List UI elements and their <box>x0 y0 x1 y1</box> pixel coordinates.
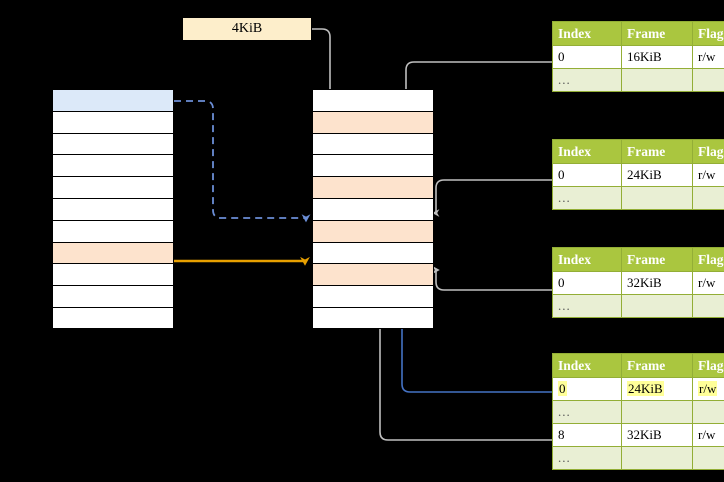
virtual-page-row-4[interactable] <box>52 176 174 198</box>
column-header-index: Index <box>552 247 622 272</box>
cell-index: ... <box>552 294 622 318</box>
cell-flags <box>692 68 724 92</box>
column-header-flags: Flags <box>692 21 724 46</box>
cell-frame: 24KiB <box>621 163 693 187</box>
physical-frame-row-2[interactable] <box>312 132 434 155</box>
physical-frame-row-10[interactable] <box>312 306 434 329</box>
wire-table4-row8-to-frame <box>376 266 552 441</box>
cell-frame <box>621 186 693 210</box>
column-header-flags: Flags <box>692 353 724 378</box>
cell-frame: 24KiB <box>621 377 693 401</box>
physical-frame-row-0[interactable] <box>312 89 434 111</box>
virtual-page-row-1[interactable] <box>52 110 174 133</box>
wire-table3-to-frame <box>432 266 552 291</box>
cell-index: ... <box>552 446 622 470</box>
physical-frame-row-6[interactable] <box>312 219 434 242</box>
cell-index: 0 <box>552 377 622 401</box>
virtual-page-row-0[interactable] <box>52 89 174 111</box>
virtual-page-row-5[interactable] <box>52 197 174 220</box>
column-header-index: Index <box>552 21 622 46</box>
physical-frame-row-1[interactable] <box>312 110 434 133</box>
physical-frame-row-4[interactable] <box>312 176 434 198</box>
cell-frame <box>621 446 693 470</box>
virtual-page-row-3[interactable] <box>52 154 174 177</box>
cell-flags <box>692 446 724 470</box>
page-size-label: 4KiB <box>183 18 311 40</box>
page-table-level-1[interactable]: IndexFrameFlags016KiBr/w... <box>552 21 724 92</box>
cell-flags <box>692 400 724 424</box>
virtual-page-row-7[interactable] <box>52 241 174 264</box>
cell-frame: 32KiB <box>621 423 693 447</box>
cell-frame <box>621 68 693 92</box>
physical-frame-row-9[interactable] <box>312 285 434 307</box>
page-table-level-3[interactable]: IndexFrameFlags032KiBr/w... <box>552 247 724 318</box>
cell-flags: r/w <box>692 271 724 295</box>
table-header-row: IndexFrameFlags <box>552 139 724 164</box>
table-row-ellipsis[interactable]: ... <box>552 186 724 210</box>
table-row-ellipsis[interactable]: ... <box>552 294 724 318</box>
wire-size-to-frame <box>312 28 334 116</box>
column-header-frame: Frame <box>621 139 693 164</box>
cell-index: 8 <box>552 423 622 447</box>
page-table-level-4[interactable]: IndexFrameFlags024KiBr/w...832KiBr/w... <box>552 353 724 470</box>
virtual-page-row-6[interactable] <box>52 219 174 242</box>
cell-flags <box>692 186 724 210</box>
cell-index: 0 <box>552 163 622 187</box>
wire-table2-to-frame <box>432 179 552 217</box>
highlighted-value: 0 <box>558 381 567 396</box>
cell-index: ... <box>552 68 622 92</box>
cell-flags: r/w <box>692 45 724 69</box>
physical-frame-row-8[interactable] <box>312 263 434 286</box>
physical-frame-row-3[interactable] <box>312 154 434 177</box>
virtual-page-row-2[interactable] <box>52 132 174 155</box>
cell-frame: 32KiB <box>621 271 693 295</box>
cell-flags: r/w <box>692 163 724 187</box>
cell-flags: r/w <box>692 377 724 401</box>
cell-flags: r/w <box>692 423 724 447</box>
wire-table1-to-frame <box>402 61 552 181</box>
physical-frame-row-5[interactable] <box>312 197 434 220</box>
virtual-page-row-10[interactable] <box>52 306 174 329</box>
highlighted-value: r/w <box>698 381 718 396</box>
table-row-ellipsis[interactable]: ... <box>552 446 724 470</box>
column-header-index: Index <box>552 139 622 164</box>
cell-index: ... <box>552 186 622 210</box>
cell-frame: 16KiB <box>621 45 693 69</box>
physical-memory-column <box>312 89 434 329</box>
column-header-index: Index <box>552 353 622 378</box>
virtual-page-row-9[interactable] <box>52 285 174 307</box>
table-row-ellipsis[interactable]: ... <box>552 68 724 92</box>
cell-frame <box>621 294 693 318</box>
column-header-frame: Frame <box>621 353 693 378</box>
column-header-flags: Flags <box>692 139 724 164</box>
page-table-level-2[interactable]: IndexFrameFlags024KiBr/w... <box>552 139 724 210</box>
cell-index: ... <box>552 400 622 424</box>
wire-table4-row0-to-frame <box>398 217 552 393</box>
column-header-frame: Frame <box>621 247 693 272</box>
table-header-row: IndexFrameFlags <box>552 247 724 272</box>
table-row[interactable]: 0 24KiB r/w <box>552 377 724 401</box>
table-row-ellipsis[interactable]: ... <box>552 400 724 424</box>
column-header-flags: Flags <box>692 247 724 272</box>
virtual-memory-column <box>52 89 174 329</box>
cell-index: 0 <box>552 271 622 295</box>
cell-flags <box>692 294 724 318</box>
table-header-row: IndexFrameFlags <box>552 21 724 46</box>
highlighted-value: 24KiB <box>627 381 664 396</box>
cell-frame <box>621 400 693 424</box>
wire-virtual-to-physical-dashed <box>174 100 311 223</box>
table-header-row: IndexFrameFlags <box>552 353 724 378</box>
cell-index: 0 <box>552 45 622 69</box>
column-header-frame: Frame <box>621 21 693 46</box>
physical-frame-row-7[interactable] <box>312 241 434 264</box>
virtual-page-row-8[interactable] <box>52 263 174 286</box>
